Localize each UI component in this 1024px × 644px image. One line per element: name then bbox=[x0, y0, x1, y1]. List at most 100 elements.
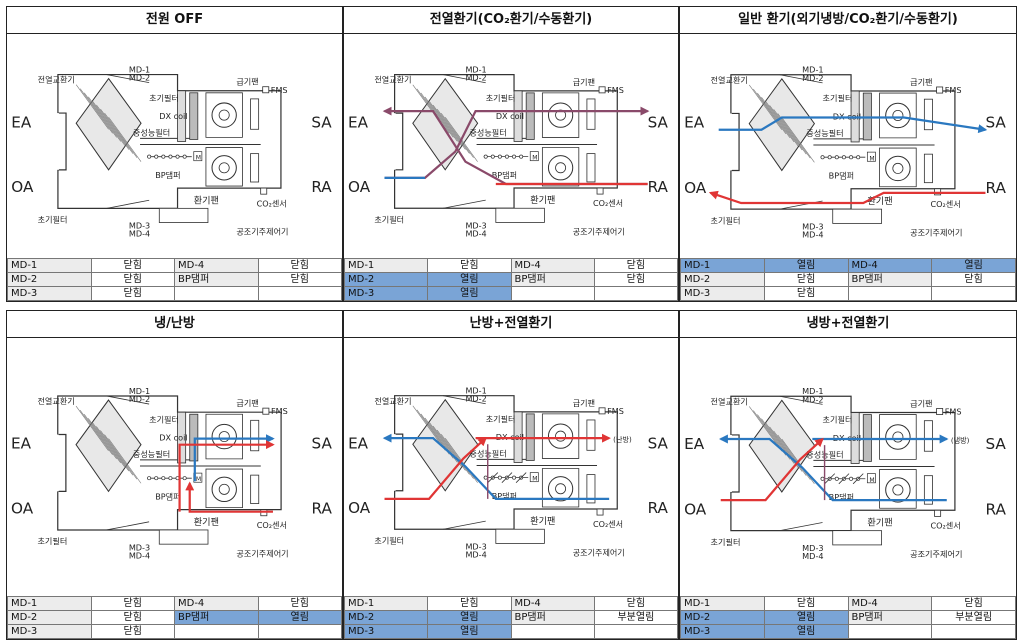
flow-supply-warm bbox=[178, 440, 275, 512]
heat-exchanger-core bbox=[748, 399, 816, 493]
airflow-svg: EAOASARA전열교환기MD-1MD-2MD-3MD-4초기필터초기필터급기팬… bbox=[11, 65, 332, 239]
controller-box bbox=[158, 207, 209, 223]
bp-partial-blade bbox=[487, 472, 499, 483]
oa-label: OA bbox=[684, 179, 707, 197]
damper-name: BP댐퍼 bbox=[847, 610, 933, 625]
bp-motor-label: M bbox=[532, 155, 537, 162]
damper-name: BP댐퍼 bbox=[847, 272, 933, 287]
damper-state: 닫힘 bbox=[763, 272, 849, 287]
md1-label: MD-1 bbox=[802, 65, 823, 75]
md1-damper bbox=[779, 74, 823, 84]
controller-label: 공조기주제어기 bbox=[236, 548, 288, 558]
damper-state: 닫힘 bbox=[593, 596, 679, 611]
damper-name: MD-3 bbox=[680, 624, 765, 639]
flow-exhaust bbox=[718, 434, 947, 502]
md3-damper bbox=[106, 521, 150, 531]
damper-state: 열림 bbox=[427, 272, 512, 287]
sa-label: SA bbox=[985, 435, 1006, 453]
pre-filter-top-label: 초기필터 bbox=[486, 93, 516, 103]
dx-coil bbox=[525, 92, 535, 140]
bp-damper-label: BP댐퍼 bbox=[829, 171, 854, 181]
diagram-group: EAOASARA전열교환기MD-1MD-2MD-3MD-4초기필터초기필터급기팬… bbox=[348, 386, 668, 560]
damper-name: BP댐퍼 bbox=[174, 272, 259, 287]
controller-box bbox=[158, 529, 209, 545]
exhaust-fan bbox=[205, 147, 243, 187]
exhaust-fan bbox=[541, 468, 580, 508]
mid-filter-label: 중성능필터 bbox=[470, 127, 507, 137]
exhaust-fan-label: 환기팬 bbox=[867, 517, 892, 529]
pre-filter-bottom-label: 초기필터 bbox=[711, 537, 741, 547]
damper-name: MD-1 bbox=[7, 258, 92, 273]
damper-name: MD-3 bbox=[343, 624, 429, 639]
damper-name bbox=[847, 624, 933, 639]
md3-label: MD-3 bbox=[802, 222, 823, 232]
exhaust-fan bbox=[541, 147, 580, 187]
oa-label: OA bbox=[11, 178, 34, 196]
oa-label: OA bbox=[11, 500, 34, 518]
controller-box bbox=[495, 207, 545, 223]
exhaust-fan-label: 환기팬 bbox=[530, 194, 555, 206]
controller-box bbox=[832, 530, 883, 546]
fms-label: FMS bbox=[271, 85, 288, 95]
damper-state: 열림 bbox=[763, 258, 849, 273]
supply-fan bbox=[205, 413, 243, 460]
damper-name: MD-1 bbox=[680, 258, 765, 273]
damper-name: BP댐퍼 bbox=[510, 610, 595, 625]
damper-name bbox=[593, 286, 679, 301]
damper-name bbox=[931, 286, 1016, 301]
pre-filter bbox=[513, 90, 523, 142]
mode-title: 냉방+전열환기 bbox=[680, 311, 1016, 338]
bp-damper-label: BP댐퍼 bbox=[155, 492, 180, 502]
pre-filter-bottom-label: 초기필터 bbox=[711, 215, 741, 225]
heat-exchanger-label: 전열교환기 bbox=[711, 396, 748, 406]
bp-partial-blade bbox=[824, 473, 836, 485]
ea-label: EA bbox=[684, 435, 705, 453]
mid-filter-label: 중성능필터 bbox=[133, 449, 170, 459]
oa-label: OA bbox=[348, 499, 371, 517]
diagram-group: EAOASARA전열교환기MD-1MD-2MD-3MD-4초기필터초기필터급기팬… bbox=[684, 65, 1006, 240]
fms-sensor bbox=[262, 407, 270, 415]
damper-name: MD-1 bbox=[7, 596, 92, 611]
supply-fan bbox=[541, 92, 580, 138]
md4-label: MD-4 bbox=[802, 230, 823, 240]
heat-exchanger-core bbox=[412, 77, 479, 171]
mode-note: (냉방) bbox=[951, 436, 970, 445]
controller-label: 공조기주제어기 bbox=[573, 548, 625, 558]
co2-sensor-label: CO₂센서 bbox=[930, 521, 960, 531]
heat-exchanger-core bbox=[75, 399, 142, 493]
co2-sensor bbox=[260, 187, 268, 195]
supply-fan bbox=[879, 414, 917, 460]
md1-label: MD-1 bbox=[465, 65, 486, 75]
pre-filter-bottom-label: 초기필터 bbox=[37, 536, 67, 546]
damper-state: 열림 bbox=[427, 610, 512, 625]
bp-motor bbox=[866, 473, 876, 484]
diagram-group: EAOASARA전열교환기MD-1MD-2MD-3MD-4초기필터초기필터급기팬… bbox=[684, 386, 1006, 561]
md1-damper bbox=[106, 395, 150, 405]
damper-state: 열림 bbox=[931, 258, 1016, 273]
md3-damper bbox=[106, 199, 150, 209]
ra-label: RA bbox=[985, 500, 1006, 518]
ra-label: RA bbox=[311, 178, 332, 196]
fms-label: FMS bbox=[945, 407, 962, 417]
damper-name: MD-1 bbox=[343, 258, 429, 273]
oa-label: OA bbox=[684, 500, 707, 518]
damper-name: MD-4 bbox=[174, 258, 259, 273]
heat-exchanger-label: 전열교환기 bbox=[37, 396, 74, 406]
damper-state: 닫힘 bbox=[90, 610, 175, 625]
controller-label: 공조기주제어기 bbox=[236, 227, 288, 237]
bp-motor-label: M bbox=[196, 476, 201, 483]
